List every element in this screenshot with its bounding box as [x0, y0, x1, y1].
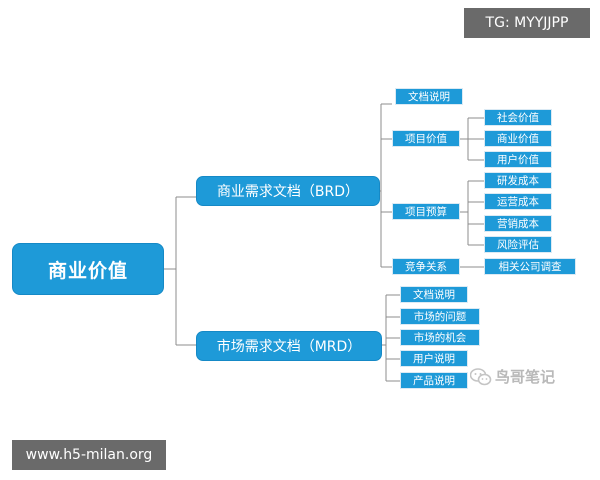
mrd-child-node: 市场的问题: [400, 308, 480, 325]
mrd-child-node: 产品说明: [400, 372, 468, 389]
mrd-child-node: 市场的机会: [400, 329, 480, 346]
value-child-node: 社会价值: [484, 109, 552, 126]
brd-doc-desc-node: 文档说明: [395, 88, 463, 105]
mrd-node: 市场需求文档（MRD）: [196, 331, 382, 361]
wechat-icon: [470, 367, 492, 385]
budget-child-node: 营销成本: [484, 215, 552, 232]
budget-child-node: 研发成本: [484, 172, 552, 189]
brd-node: 商业需求文档（BRD）: [196, 176, 380, 206]
project-budget-node: 项目预算: [392, 203, 460, 220]
wechat-watermark-text: 鸟哥笔记: [495, 368, 556, 386]
value-child-node: 商业价值: [484, 130, 552, 147]
mrd-child-node: 文档说明: [400, 286, 468, 303]
budget-child-node: 运营成本: [484, 193, 552, 210]
root-node: 商业价值: [12, 243, 164, 295]
budget-child-node: 风险评估: [484, 236, 552, 253]
project-value-node: 项目价值: [392, 130, 460, 147]
mrd-child-node: 用户说明: [400, 350, 468, 367]
competition-child-node: 相关公司调查: [484, 258, 576, 275]
value-child-node: 用户价值: [484, 151, 552, 168]
competition-node: 竞争关系: [392, 258, 460, 275]
wechat-watermark: 鸟哥笔记: [470, 366, 555, 387]
top-right-watermark: TG: MYYJJPP: [464, 8, 590, 38]
bottom-left-watermark: www.h5-milan.org: [12, 440, 166, 470]
